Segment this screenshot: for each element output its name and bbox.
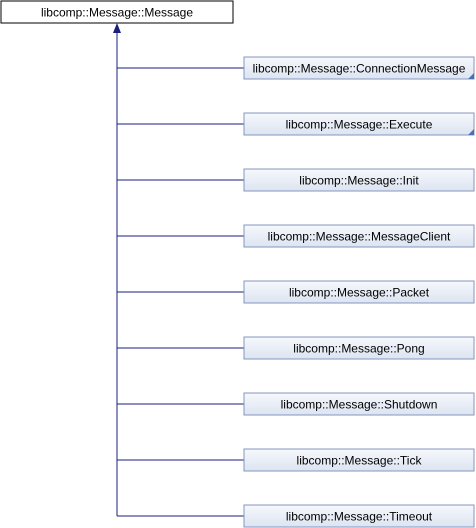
derived-class-box[interactable] [243,224,475,248]
derived-class-nodes: libcomp::Message::ConnectionMessagelibco… [243,56,475,528]
derived-class-node[interactable]: libcomp::Message::Execute [243,112,475,136]
derived-class-label: libcomp::Message::MessageClient [268,230,451,244]
derived-class-label: libcomp::Message::Tick [297,454,423,468]
derived-class-label: libcomp::Message::Init [299,174,419,188]
derived-class-box[interactable] [243,392,475,416]
derived-class-node[interactable]: libcomp::Message::Tick [243,448,475,472]
derived-class-label: libcomp::Message::Timeout [286,510,433,524]
derived-class-box[interactable] [243,448,475,472]
derived-class-node[interactable]: libcomp::Message::ConnectionMessage [243,56,475,80]
derived-class-box[interactable] [243,504,475,528]
derived-class-box[interactable] [243,168,475,192]
base-class-node[interactable]: libcomp::Message::Message [0,0,234,24]
derived-class-label: libcomp::Message::ConnectionMessage [253,62,466,76]
derived-class-node[interactable]: libcomp::Message::Packet [243,280,475,304]
derived-class-node[interactable]: libcomp::Message::Shutdown [243,392,475,416]
derived-class-box[interactable] [243,336,475,360]
derived-class-label: libcomp::Message::Execute [286,118,433,132]
more-subclasses-marker-icon [468,129,474,135]
derived-class-label: libcomp::Message::Shutdown [281,398,438,412]
derived-class-box[interactable] [243,280,475,304]
inheritance-arrowhead [113,23,121,33]
inheritance-edges [116,33,244,517]
base-class-label: libcomp::Message::Message [41,6,193,20]
derived-class-node[interactable]: libcomp::Message::Init [243,168,475,192]
derived-class-box[interactable] [243,112,475,136]
more-subclasses-marker-icon [468,73,474,79]
derived-class-box[interactable] [243,56,475,80]
derived-class-label: libcomp::Message::Pong [293,342,424,356]
derived-class-node[interactable]: libcomp::Message::Timeout [243,504,475,528]
derived-class-node[interactable]: libcomp::Message::Pong [243,336,475,360]
derived-class-node[interactable]: libcomp::Message::MessageClient [243,224,475,248]
derived-class-label: libcomp::Message::Packet [289,286,430,300]
